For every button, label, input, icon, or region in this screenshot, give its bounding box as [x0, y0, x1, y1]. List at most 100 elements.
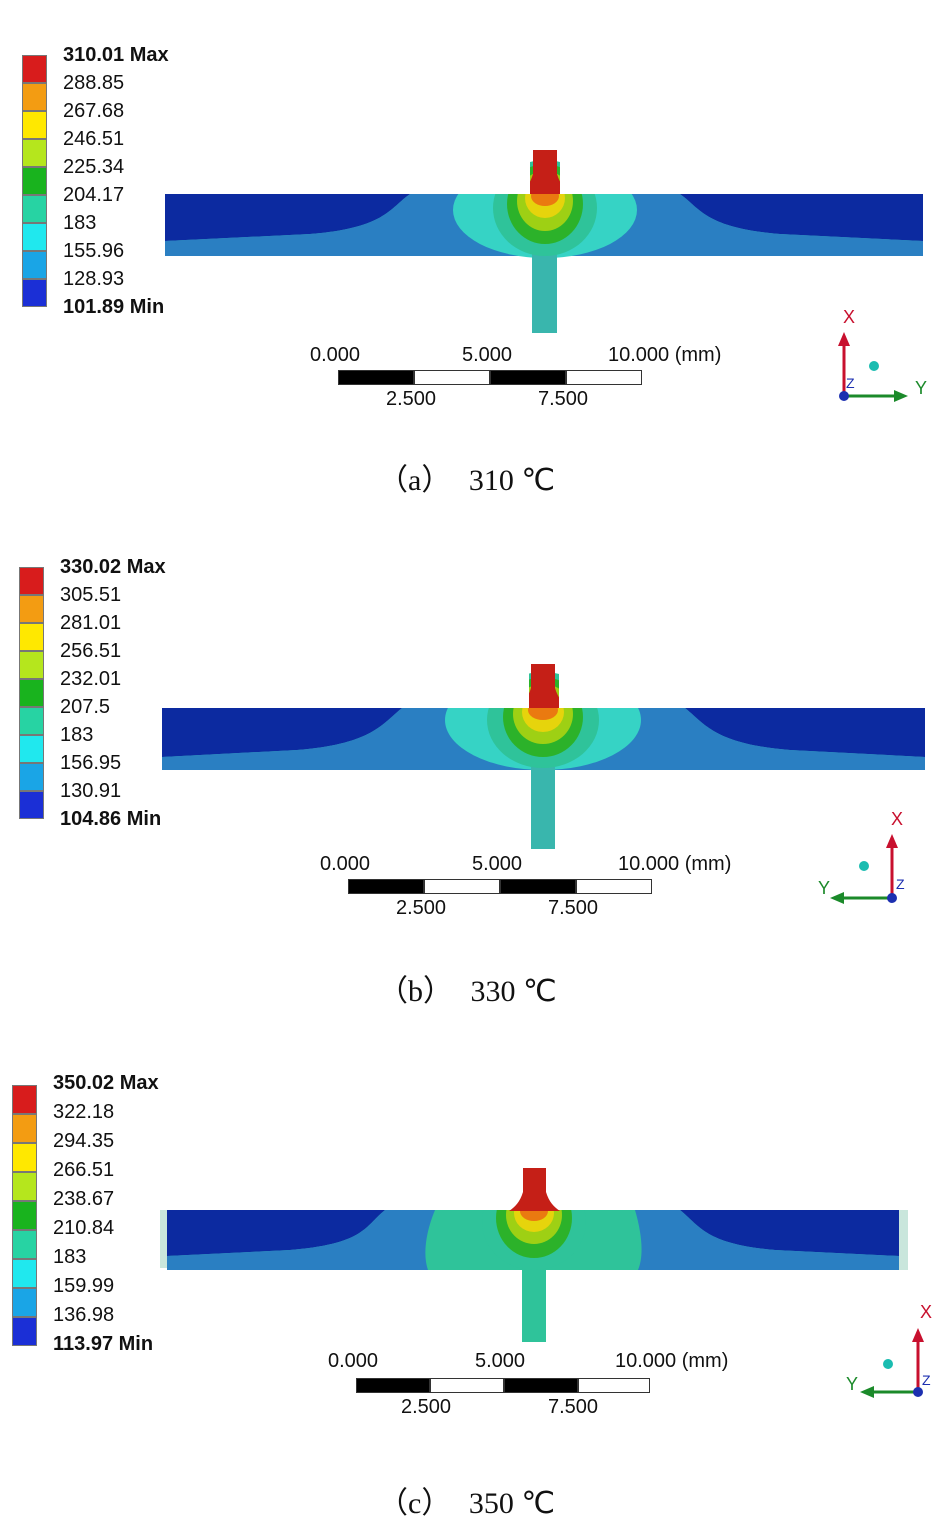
legend-swatch: [12, 1143, 37, 1172]
legend-label: 294.35: [53, 1130, 115, 1152]
panel-a: 310.01 Max 288.85 267.68 246.51 225.34 2…: [0, 0, 947, 512]
scale-bar-segment: [578, 1378, 650, 1393]
legend-label: 267.68: [63, 100, 125, 122]
legend-swatch: [12, 1259, 37, 1288]
scale-tick-label: 0.000: [310, 344, 361, 366]
scale-tick-label: 5.000: [475, 1350, 526, 1372]
plate-top-mask-3: [560, 148, 930, 194]
legend-swatch: [12, 1172, 37, 1201]
legend-swatch: [12, 1085, 37, 1114]
legend-swatch: [12, 1114, 37, 1143]
legend-min-label: 113.97 Min: [53, 1333, 154, 1355]
legend-swatch: [19, 679, 44, 707]
scale-bar-segment: [424, 879, 500, 894]
scale-bar-segment: [414, 370, 490, 385]
legend-label: 136.98: [53, 1304, 115, 1326]
legend-swatch: [19, 567, 44, 595]
cold-zone-left: [167, 1210, 385, 1256]
axis-label-z: Z: [846, 375, 855, 391]
stem: [522, 1266, 546, 1342]
legend-swatch: [12, 1288, 37, 1317]
plate-end-left: [160, 1210, 168, 1268]
legend-swatch: [22, 195, 47, 223]
legend-label: 266.51: [53, 1159, 115, 1181]
stem: [531, 767, 555, 849]
scale-bar-segment: [490, 370, 566, 385]
plate-top-mask-3: [559, 662, 932, 708]
plate-end-right: [898, 1210, 908, 1270]
legend-label: 204.17: [63, 184, 125, 206]
scale-tick-label: 2.500: [386, 388, 437, 410]
legend-label: 305.51: [60, 584, 122, 606]
scale-bar: 0.000 5.000 10.000 (mm) 2.500 7.500: [328, 1350, 728, 1438]
scale-tick-label: 2.500: [396, 897, 447, 919]
legend-label: 155.96: [63, 240, 125, 262]
legend-label: 225.34: [63, 156, 125, 178]
legend-swatch: [19, 707, 44, 735]
scale-tick-label: 7.500: [548, 897, 599, 919]
legend-swatch: [22, 223, 47, 251]
scale-tick-label: 5.000: [462, 344, 513, 366]
legend-swatch: [22, 111, 47, 139]
legend-label: 156.95: [60, 752, 122, 774]
caption-temperature: 350 ℃: [468, 1487, 556, 1520]
legend-label: 281.01: [60, 612, 122, 634]
scale-bar-segment: [348, 879, 424, 894]
legend-label: 183: [63, 212, 97, 234]
scale-bar: 0.000 5.000 10.000 (mm) 2.500 7.500: [310, 344, 721, 430]
scale-bar-segment: [356, 1378, 430, 1393]
axis-label-y: Y: [846, 1374, 859, 1394]
legend-swatch: [12, 1230, 37, 1259]
legend-swatch: [19, 735, 44, 763]
caption: （a） 310 ℃: [378, 455, 555, 499]
scale-bar-segment: [566, 370, 642, 385]
axis-triad: X Y Z: [826, 1300, 936, 1410]
caption-temperature: 330 ℃: [470, 975, 557, 1008]
legend-label: 256.51: [60, 640, 122, 662]
scale-tick-label: 2.500: [401, 1396, 452, 1418]
legend-label: 322.18: [53, 1101, 115, 1123]
temperature-contour-model: [157, 662, 932, 849]
scale-tick-label: 10.000 (mm): [615, 1350, 729, 1372]
legend-swatch: [19, 651, 44, 679]
legend-label: 288.85: [63, 72, 125, 94]
scale-bar-segment: [576, 879, 652, 894]
legend-label: 232.01: [60, 668, 122, 690]
cold-zone-left: [162, 708, 402, 757]
stem: [532, 253, 557, 333]
legend-swatch: [22, 167, 47, 195]
cold-zone-right: [685, 708, 925, 757]
scale-bar-segment: [500, 879, 576, 894]
legend-label: 238.67: [53, 1188, 115, 1210]
legend-label: 183: [60, 724, 94, 746]
axis-label-z: Z: [922, 1372, 931, 1388]
caption-label: （a）: [378, 464, 452, 497]
legend-swatch: [22, 279, 47, 307]
axis-label-x: X: [920, 1302, 933, 1322]
plate-top-mask-2: [160, 148, 530, 194]
scale-bar-segment: [430, 1378, 504, 1393]
scale-bar-segment: [504, 1378, 578, 1393]
legend-swatch: [19, 763, 44, 791]
panel-c: 350.02 Max 322.18 294.35 266.51 238.67 2…: [0, 1024, 947, 1536]
legend-swatch: [22, 83, 47, 111]
temperature-contour-model: [160, 148, 930, 333]
scale-tick-label: 0.000: [328, 1350, 379, 1372]
legend-max-label: 330.02 Max: [60, 556, 166, 578]
legend-label: 159.99: [53, 1275, 115, 1297]
axis-label-x: X: [891, 809, 904, 829]
axis-label-x: X: [843, 307, 856, 327]
legend-max-label: 350.02 Max: [53, 1072, 159, 1094]
legend-label: 183: [53, 1246, 87, 1268]
temperature-contour-model: [160, 1164, 915, 1342]
axis-label-z: Z: [896, 876, 905, 892]
scale-tick-label: 0.000: [320, 853, 371, 875]
legend-label: 130.91: [60, 780, 122, 802]
legend-swatch: [19, 791, 44, 819]
hot-tip: [520, 150, 570, 194]
scale-tick-label: 5.000: [472, 853, 523, 875]
hot-tip: [509, 1168, 560, 1211]
caption-label: （b）: [378, 975, 453, 1008]
caption: （b） 330 ℃: [378, 966, 557, 1010]
caption-temperature: 310 ℃: [468, 464, 556, 497]
